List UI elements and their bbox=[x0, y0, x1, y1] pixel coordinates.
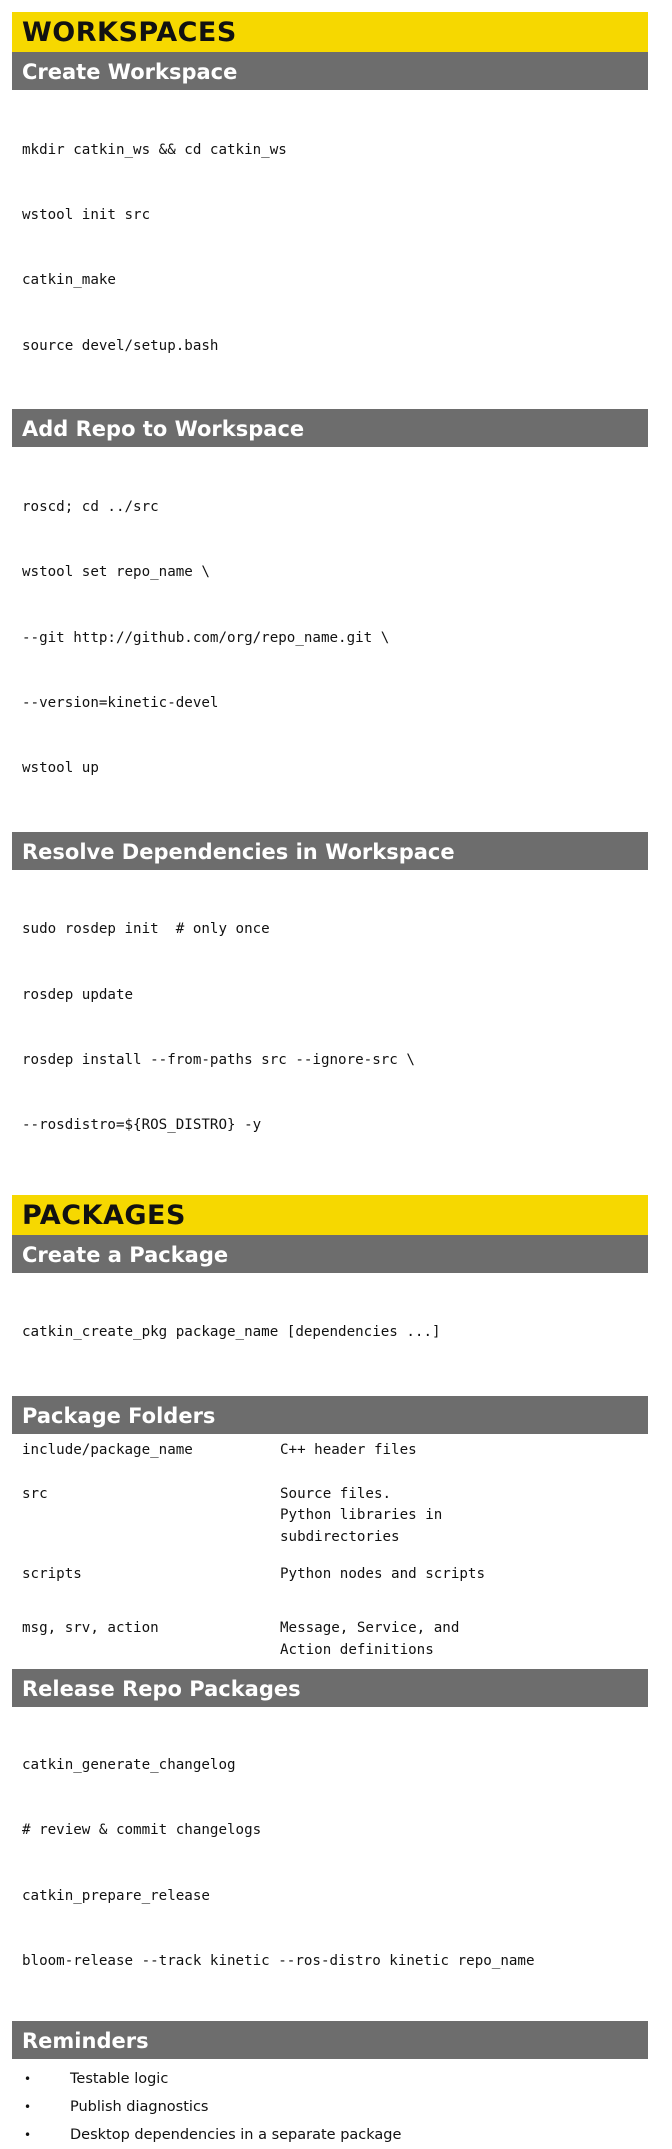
reminder-text: Desktop dependencies in a separate packa… bbox=[70, 2126, 402, 2143]
description-line: Python libraries in bbox=[280, 1507, 443, 1524]
folder-name: scripts bbox=[22, 1566, 82, 1583]
reminder-text: Testable logic bbox=[70, 2070, 169, 2087]
bullet-icon: • bbox=[24, 2099, 32, 2114]
reminders-heading: Reminders bbox=[12, 2020, 648, 2059]
code-line: wstool up bbox=[22, 760, 99, 777]
folder-description: C++ header files bbox=[280, 1440, 648, 1462]
code-line: --version=kinetic-devel bbox=[22, 694, 219, 711]
code-line: catkin_generate_changelog bbox=[22, 1757, 236, 1774]
code-line: catkin_prepare_release bbox=[22, 1887, 210, 1904]
reminders-list: • Testable logic • Publish diagnostics •… bbox=[12, 2059, 648, 2149]
code-line: catkin_make bbox=[22, 272, 116, 289]
list-item: • Testable logic bbox=[22, 2065, 648, 2093]
code-line: roscd; cd ../src bbox=[22, 498, 159, 515]
code-line: wstool set repo_name \ bbox=[22, 564, 210, 581]
folder-row: src Source files. Python libraries in su… bbox=[22, 1484, 648, 1549]
code-line: source devel/setup.bash bbox=[22, 337, 219, 354]
resolve-dependencies-heading: Resolve Dependencies in Workspace bbox=[12, 831, 648, 870]
code-line: --git http://github.com/org/repo_name.gi… bbox=[22, 629, 390, 646]
folder-row: msg, srv, action Message, Service, and A… bbox=[22, 1618, 648, 1662]
create-package-heading: Create a Package bbox=[12, 1234, 648, 1273]
create-workspace-code: mkdir catkin_ws && cd catkin_ws wstool i… bbox=[12, 90, 648, 409]
list-item: • Desktop dependencies in a separate pac… bbox=[22, 2121, 648, 2149]
list-item: • Publish diagnostics bbox=[22, 2093, 648, 2121]
code-line: catkin_create_pkg package_name [dependen… bbox=[22, 1324, 441, 1341]
resolve-dependencies-code: sudo rosdep init # only once rosdep upda… bbox=[12, 870, 648, 1195]
description-line: subdirectories bbox=[280, 1529, 400, 1546]
code-line: rosdep install --from-paths src --ignore… bbox=[22, 1052, 415, 1069]
release-repo-code: catkin_generate_changelog # review & com… bbox=[12, 1707, 648, 2020]
description-line: Action definitions bbox=[280, 1641, 434, 1658]
package-folders-heading: Package Folders bbox=[12, 1395, 648, 1434]
folder-name: msg, srv, action bbox=[22, 1619, 159, 1636]
workspaces-header: WORKSPACES bbox=[12, 12, 648, 52]
bullet-icon: • bbox=[24, 2127, 32, 2142]
code-line: bloom-release --track kinetic --ros-dist… bbox=[22, 1953, 535, 1970]
reminder-text: Publish diagnostics bbox=[70, 2098, 209, 2115]
release-repo-heading: Release Repo Packages bbox=[12, 1669, 648, 1708]
folder-row: scripts Python nodes and scripts bbox=[22, 1564, 648, 1586]
folder-name: include/package_name bbox=[22, 1441, 193, 1458]
folder-row: include/package_name C++ header files bbox=[22, 1440, 648, 1462]
code-line: sudo rosdep init # only once bbox=[22, 921, 270, 938]
code-line: rosdep update bbox=[22, 986, 134, 1003]
bullet-icon: • bbox=[24, 2071, 32, 2086]
code-line: # review & commit changelogs bbox=[22, 1822, 262, 1839]
cheat-sheet: WORKSPACES Create Workspace mkdir catkin… bbox=[12, 12, 648, 2149]
folder-name: src bbox=[22, 1485, 48, 1502]
create-package-code: catkin_create_pkg package_name [dependen… bbox=[12, 1273, 648, 1396]
code-line: mkdir catkin_ws && cd catkin_ws bbox=[22, 141, 287, 158]
description-line: C++ header files bbox=[280, 1441, 417, 1458]
description-line: Source files. bbox=[280, 1485, 392, 1502]
package-folders-table: include/package_name C++ header files sr… bbox=[12, 1434, 648, 1670]
folder-description: Message, Service, and Action definitions bbox=[280, 1618, 648, 1662]
create-workspace-heading: Create Workspace bbox=[12, 52, 648, 90]
code-line: --rosdistro=${ROS_DISTRO} -y bbox=[22, 1117, 262, 1134]
description-line: Python nodes and scripts bbox=[280, 1566, 485, 1583]
description-line: Message, Service, and bbox=[280, 1619, 460, 1636]
code-line: wstool init src bbox=[22, 206, 151, 223]
folder-description: Source files. Python libraries in subdir… bbox=[280, 1484, 648, 1549]
add-repo-heading: Add Repo to Workspace bbox=[12, 409, 648, 448]
packages-header: PACKAGES bbox=[12, 1194, 648, 1235]
add-repo-code: roscd; cd ../src wstool set repo_name \ … bbox=[12, 447, 648, 832]
folder-description: Python nodes and scripts bbox=[280, 1564, 648, 1586]
